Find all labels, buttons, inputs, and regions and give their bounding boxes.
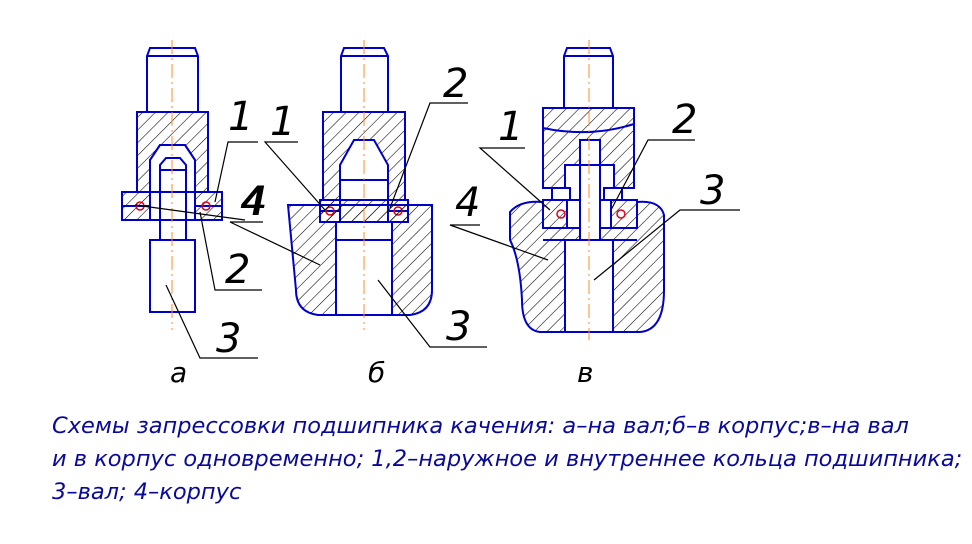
figure-letter-a: а [170, 356, 187, 389]
callout-a-4: 4 [242, 179, 267, 225]
leader-lines [134, 102, 740, 359]
callout-b-1: 1 [270, 99, 295, 145]
housing-b [286, 199, 433, 316]
callout-v-4: 4 [455, 180, 480, 226]
callout-a-1: 1 [228, 94, 253, 140]
callout-labels: 1 4 2 3 1 2 4 3 1 2 3 4 а б в [170, 61, 725, 389]
figure-letter-b: б [368, 356, 385, 389]
figure-a [121, 40, 223, 330]
callout-v-1: 1 [498, 104, 523, 150]
callout-a-3: 3 [216, 316, 241, 362]
callout-v-2: 2 [672, 97, 697, 143]
callout-b-4: 4 [240, 179, 265, 225]
housing-v [509, 164, 665, 333]
figure-v [509, 40, 665, 340]
figure-caption: Схемы запрессовки подшипника качения: а–… [52, 410, 967, 509]
callout-b-2: 2 [443, 61, 468, 107]
caption-line-2: и в корпус одновременно; 1,2–наружное и … [52, 446, 963, 472]
caption-line-1: Схемы запрессовки подшипника качения: а–… [52, 413, 909, 439]
figure-letter-v: в [577, 356, 594, 389]
caption-line-3: 3–вал; 4–корпус [52, 479, 242, 505]
callout-a-2: 2 [225, 247, 250, 293]
figure-b [286, 40, 433, 330]
shaft-a [149, 157, 196, 313]
callout-b-3: 3 [446, 304, 471, 350]
callout-v-3: 3 [700, 168, 725, 214]
